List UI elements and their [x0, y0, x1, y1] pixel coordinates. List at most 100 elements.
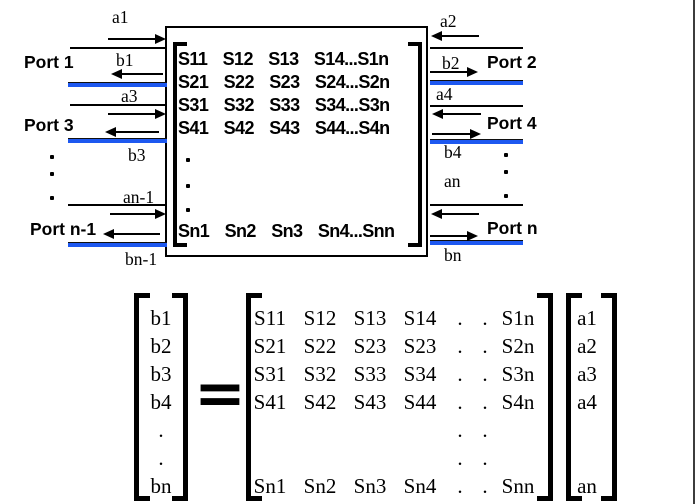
s-matrix-cell: . — [482, 418, 488, 442]
a-vector-entry — [562, 416, 612, 444]
s-matrix-cell: Sn4 — [403, 474, 437, 498]
s-matrix-cell: S34 — [403, 362, 437, 386]
b-vector-left-bracket-icon — [134, 293, 150, 501]
port-2-label: Port 2 — [487, 52, 537, 72]
s-matrix-right-bracket-icon — [537, 293, 553, 501]
port3-bottom-rail — [68, 138, 167, 143]
an-incident-arrow-icon — [431, 208, 479, 220]
s-matrix-cell — [350, 416, 390, 444]
s-matrix-cell: Snn — [501, 474, 535, 498]
a-vector-left-bracket-icon — [566, 293, 582, 501]
s-matrix-cell — [300, 444, 340, 472]
wave-label-an: an — [444, 171, 461, 191]
s-matrix-cell: . — [482, 474, 488, 498]
s-matrix-cell: S14 — [403, 306, 437, 330]
portn1-top-rail — [68, 204, 167, 207]
port-1-label: Port 1 — [24, 52, 74, 72]
bn1-reflected-arrow-icon — [103, 228, 160, 240]
s-matrix-cell: S22 — [303, 334, 337, 358]
wave-label-b2: b2 — [442, 53, 460, 73]
s-matrix-cell — [300, 416, 340, 444]
b-vector-entry: b3 — [150, 362, 172, 386]
a3-incident-arrow-icon — [108, 108, 166, 120]
s-matrix-cell: S23 — [353, 334, 387, 358]
s-matrix-cell: S23 — [403, 334, 437, 358]
wave-label-an1: an-1 — [123, 187, 155, 207]
a-vector: a1 a2 a3 a4 an — [562, 304, 612, 500]
port2-bottom-rail — [430, 80, 523, 85]
wave-label-b1: b1 — [116, 50, 134, 70]
s-matrix-cell: . — [482, 334, 488, 358]
s-matrix-cell — [250, 416, 290, 444]
s-matrix-row: .. — [250, 416, 538, 444]
b4-reflected-arrow-icon — [432, 128, 481, 140]
s-matrix-cell: . — [482, 362, 488, 386]
s-matrix-cell: S21 — [253, 334, 287, 358]
s-matrix-cell: . — [457, 362, 463, 386]
s-matrix-cell: S41 — [253, 390, 287, 414]
s-matrix-cell: . — [482, 446, 488, 470]
b-vector-entry: . — [158, 446, 164, 470]
b-vector: b1 b2 b3 b4 . . bn — [134, 304, 188, 500]
s-matrix-row: .. — [250, 444, 538, 472]
b-vector-entry: bn — [150, 474, 172, 498]
network-box — [165, 26, 428, 257]
wave-label-a4: a4 — [436, 84, 453, 104]
s-matrix-cell: S12 — [303, 306, 337, 330]
a-vector-entry: a2 — [577, 334, 597, 358]
s-matrix-cell: . — [457, 446, 463, 470]
s-matrix-cell: S44 — [403, 390, 437, 414]
b-vector-entry: . — [158, 418, 164, 442]
box-matrix-row: Sn1 Sn2 Sn3 Sn4...Snn — [178, 221, 395, 241]
a-vector-entry: a3 — [577, 362, 597, 386]
a-vector-entry: a1 — [577, 306, 597, 330]
s-matrix-cell: S13 — [353, 306, 387, 330]
s-matrix-cell: S42 — [303, 390, 337, 414]
wave-label-a1: a1 — [112, 7, 129, 27]
wave-label-a3: a3 — [121, 86, 138, 106]
port4-bottom-rail — [430, 139, 523, 144]
s-matrix-cell: S1n — [501, 306, 535, 330]
box-matrix-row: S11 S12 S13 S14...S1n — [178, 49, 389, 69]
a-vector-right-bracket-icon — [601, 293, 617, 501]
s-matrix-cell: . — [457, 390, 463, 414]
wave-label-b4: b4 — [444, 142, 462, 162]
s-matrix-cell: S32 — [303, 362, 337, 386]
s-matrix-cell: . — [482, 390, 488, 414]
box-matrix-row: S31 S32 S33 S34...S3n — [178, 95, 390, 115]
port-n1-label: Port n-1 — [30, 219, 97, 239]
box-matrix-row: S41 S42 S43 S44...S4n — [178, 118, 390, 138]
portn1-bottom-rail — [68, 242, 167, 247]
a1-incident-arrow-icon — [108, 33, 166, 45]
s-matrix-cell — [498, 444, 538, 472]
s-matrix-cell: S33 — [353, 362, 387, 386]
s-matrix-cell: S3n — [501, 362, 535, 386]
a-vector-entry — [562, 444, 612, 472]
s-matrix-cell: S31 — [253, 362, 287, 386]
port-4-label: Port 4 — [487, 113, 537, 133]
port3-top-rail — [70, 104, 167, 107]
s-matrix-left-bracket-icon — [246, 293, 262, 501]
a-vector-entry: an — [577, 474, 597, 498]
s-matrix-cell: Sn3 — [353, 474, 387, 498]
b-vector-entry: b4 — [150, 390, 172, 414]
bn-reflected-arrow-icon — [430, 230, 478, 242]
s-matrix-cell — [350, 444, 390, 472]
s-matrix-cell — [250, 444, 290, 472]
an1-incident-arrow-icon — [110, 208, 166, 220]
port1-top-rail — [70, 47, 167, 50]
wave-label-b3: b3 — [128, 145, 146, 165]
port4-top-rail — [430, 105, 523, 108]
wave-label-a2: a2 — [440, 11, 457, 31]
s-matrix-cell: . — [482, 306, 488, 330]
equals-sign: = — [194, 356, 246, 429]
box-matrix-left-bracket-icon — [173, 42, 187, 247]
a4-incident-arrow-icon — [432, 108, 481, 120]
b-vector-entry: b2 — [150, 334, 172, 358]
s-matrix-row: S31 S32 S33 S34.. S3n — [250, 360, 538, 388]
